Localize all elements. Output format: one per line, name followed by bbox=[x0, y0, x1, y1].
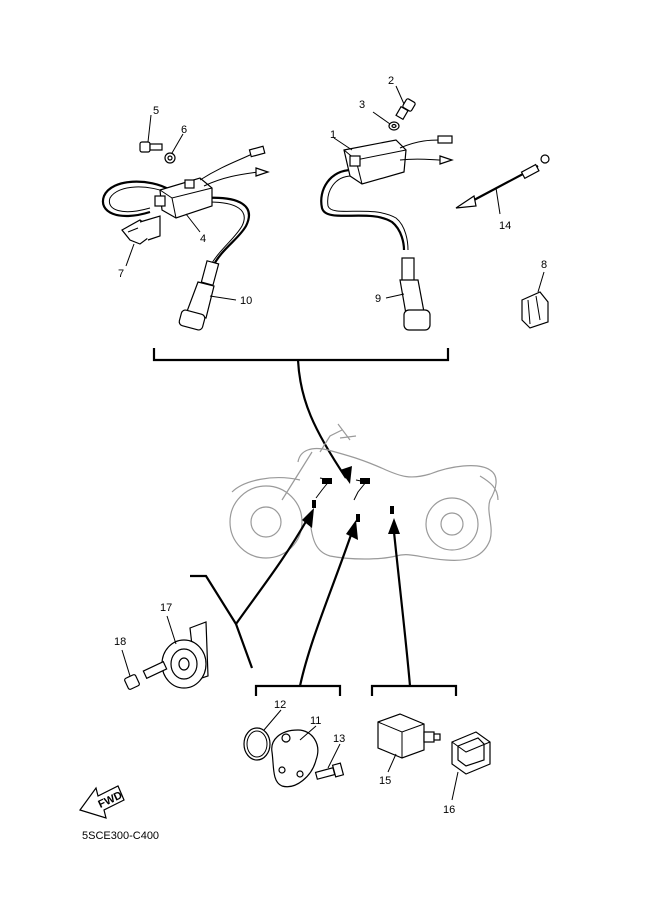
callout-2: 2 bbox=[388, 75, 394, 87]
group-bracket-right bbox=[370, 518, 458, 696]
horn-icon bbox=[121, 615, 209, 690]
bolt-icon bbox=[139, 141, 163, 153]
callout-18: 18 bbox=[114, 636, 126, 648]
callout-15: 15 bbox=[379, 775, 391, 787]
diagram-code: 5SCE300-C400 bbox=[82, 830, 159, 842]
fwd-arrow-icon: FWD bbox=[79, 785, 125, 819]
group-bracket-middle bbox=[254, 520, 358, 696]
cover-plate-icon bbox=[243, 709, 345, 788]
ignition-coil-left bbox=[101, 114, 270, 331]
callout-1: 1 bbox=[330, 129, 336, 141]
callout-7: 7 bbox=[118, 268, 124, 280]
clamp-icon bbox=[121, 215, 161, 245]
callout-14: 14 bbox=[499, 220, 511, 232]
callout-13: 13 bbox=[333, 733, 345, 745]
fwd-label: FWD bbox=[96, 789, 124, 810]
group-bracket-horn bbox=[190, 508, 314, 669]
callout-16: 16 bbox=[443, 804, 455, 816]
clip-icon bbox=[521, 271, 549, 329]
callout-10: 10 bbox=[240, 295, 252, 307]
bolt-icon bbox=[395, 98, 416, 121]
callout-9: 9 bbox=[375, 293, 381, 305]
plug-cap-icon bbox=[178, 260, 220, 331]
ignition-coil-right bbox=[320, 85, 454, 331]
callout-4: 4 bbox=[200, 233, 206, 245]
relay-cover-icon bbox=[451, 731, 491, 801]
callout-17: 17 bbox=[160, 602, 172, 614]
callout-6: 6 bbox=[181, 124, 187, 136]
callout-3: 3 bbox=[359, 99, 365, 111]
lead-wire-14 bbox=[455, 154, 550, 215]
callout-5: 5 bbox=[153, 105, 159, 117]
motorcycle-outline bbox=[229, 423, 499, 561]
relay-icon bbox=[377, 713, 441, 773]
callout-12: 12 bbox=[274, 699, 286, 711]
callout-8: 8 bbox=[541, 259, 547, 271]
group-bracket-top bbox=[152, 348, 450, 484]
plug-cap-icon bbox=[399, 257, 431, 331]
callout-11: 11 bbox=[310, 715, 321, 727]
bike-coil-markers bbox=[312, 477, 394, 522]
